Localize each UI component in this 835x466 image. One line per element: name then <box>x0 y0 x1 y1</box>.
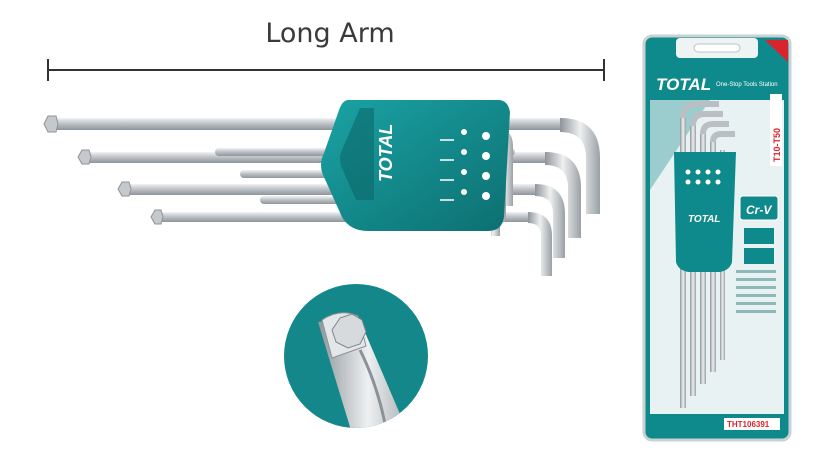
torx-key-set: TOTAL <box>43 100 600 276</box>
package-brand-logo: TOTAL <box>656 75 711 94</box>
long-arm-label: Long Arm <box>265 18 395 49</box>
package-holder-logo: TOTAL <box>688 214 720 225</box>
torx-tip-closeup <box>284 284 428 428</box>
retail-package: TOTAL One-Stop Tools Station T10-T50 TOT… <box>642 34 792 442</box>
package-tagline: One-Stop Tools Station <box>716 82 778 88</box>
key-holder: TOTAL <box>321 100 510 231</box>
crv-badge: Cr-V <box>746 203 772 217</box>
dimension-line <box>47 59 605 81</box>
size-range-badge: T10-T50 <box>772 128 782 162</box>
model-number: THT106391 <box>727 420 770 429</box>
holder-brand-logo: TOTAL <box>376 124 396 182</box>
